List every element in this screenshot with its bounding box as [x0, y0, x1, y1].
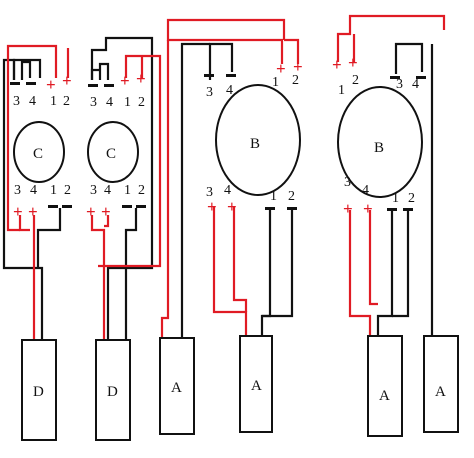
terminal-label: 1 — [124, 95, 131, 110]
plus-sign: + — [13, 202, 23, 221]
terminal-label: 3 — [90, 183, 97, 198]
speaker-cone — [13, 121, 65, 183]
amp-letter: A — [251, 378, 262, 394]
plus-sign: + — [86, 202, 96, 221]
plus-sign: + — [343, 199, 353, 218]
terminal-label: 1 — [270, 189, 277, 204]
terminal-bar — [287, 207, 297, 210]
plus-sign: + — [136, 69, 146, 88]
terminal-label: 1 — [50, 94, 57, 109]
amplifier-boxes — [21, 335, 459, 441]
plus-sign: + — [348, 53, 358, 72]
terminal-label: 3 — [206, 185, 213, 200]
speaker-letter: B — [250, 136, 260, 152]
plus-sign: + — [293, 57, 303, 76]
terminal-bar — [403, 208, 413, 211]
terminal-label: 3 — [13, 94, 20, 109]
negative-wires — [2, 36, 434, 340]
amp-box-a-3 — [367, 335, 403, 437]
terminal-label: 3 — [90, 95, 97, 110]
terminal-label: 3 — [14, 183, 21, 198]
terminal-label: 4 — [106, 95, 113, 110]
plus-sign: + — [46, 75, 56, 94]
amp-letter: A — [379, 388, 390, 404]
speaker-letter: B — [374, 140, 384, 156]
terminal-label: 2 — [288, 189, 295, 204]
plus-sign: + — [28, 202, 38, 221]
speaker-cone — [215, 84, 301, 196]
amp-letter: D — [107, 384, 118, 400]
plus-sign: + — [276, 59, 286, 78]
terminal-bar — [62, 205, 72, 208]
terminal-bar — [265, 207, 275, 210]
plus-sign: + — [120, 71, 130, 90]
terminal-label: 4 — [104, 183, 111, 198]
speaker-letter: C — [106, 146, 116, 162]
terminal-label: 4 — [362, 183, 369, 198]
terminal-label: 1 — [124, 183, 131, 198]
terminal-bar — [226, 74, 236, 77]
plus-sign: + — [62, 71, 72, 90]
terminal-label: 2 — [138, 95, 145, 110]
speaker-b-1: B 3 4 + + 1 2 3 4 1 2 + + — [204, 57, 303, 216]
speaker-b-2: B + + 1 2 3 4 3 4 1 2 + + — [332, 53, 426, 218]
terminal-bar — [416, 76, 426, 79]
terminal-label: 2 — [292, 73, 299, 88]
plus-sign: + — [332, 55, 342, 74]
terminal-label: 4 — [30, 183, 37, 198]
terminal-label: 1 — [272, 75, 279, 90]
amp-box-d-1 — [21, 339, 57, 441]
terminal-label: 2 — [64, 183, 71, 198]
terminal-bar — [390, 76, 400, 79]
terminal-bar — [104, 84, 114, 87]
terminal-bar — [136, 205, 146, 208]
speaker-cone — [337, 86, 423, 198]
speaker-c-1: C 3 4 + + 1 2 3 4 1 2 + + — [10, 71, 72, 221]
terminal-label: 1 — [338, 83, 345, 98]
terminal-label: 4 — [226, 83, 233, 98]
terminal-bar — [10, 82, 20, 85]
terminal-bar — [48, 205, 58, 208]
terminal-label: 3 — [344, 175, 351, 190]
amp-box-a-2 — [239, 335, 273, 433]
terminal-bar — [122, 205, 132, 208]
terminal-bar — [387, 208, 397, 211]
terminal-label: 3 — [206, 85, 213, 100]
speaker-cone — [87, 121, 139, 183]
amp-letter: A — [171, 380, 182, 396]
amp-letter: D — [33, 384, 44, 400]
terminal-bar — [26, 82, 36, 85]
plus-sign: + — [363, 199, 373, 218]
terminal-label: 2 — [138, 183, 145, 198]
amp-letter: A — [435, 384, 446, 400]
speaker-c-2: C 3 4 + + 1 2 3 4 1 2 + + — [86, 69, 146, 221]
plus-sign: + — [227, 197, 237, 216]
amp-box-d-2 — [95, 339, 131, 441]
plus-sign: + — [207, 197, 217, 216]
terminal-label: 3 — [396, 77, 403, 92]
terminal-label: 4 — [224, 183, 231, 198]
positive-wires — [6, 14, 446, 340]
terminal-bar — [88, 84, 98, 87]
terminal-bar — [204, 74, 214, 77]
terminal-label: 2 — [408, 191, 415, 206]
terminal-label: 4 — [412, 77, 419, 92]
amp-box-a-4 — [423, 335, 459, 433]
speaker-letter: C — [33, 146, 43, 162]
terminal-label: 2 — [352, 73, 359, 88]
terminal-label: 1 — [392, 191, 399, 206]
plus-sign: + — [101, 202, 111, 221]
amp-box-a-1 — [159, 337, 195, 435]
terminal-label: 4 — [29, 94, 36, 109]
terminal-label: 2 — [63, 94, 70, 109]
terminal-label: 1 — [50, 183, 57, 198]
